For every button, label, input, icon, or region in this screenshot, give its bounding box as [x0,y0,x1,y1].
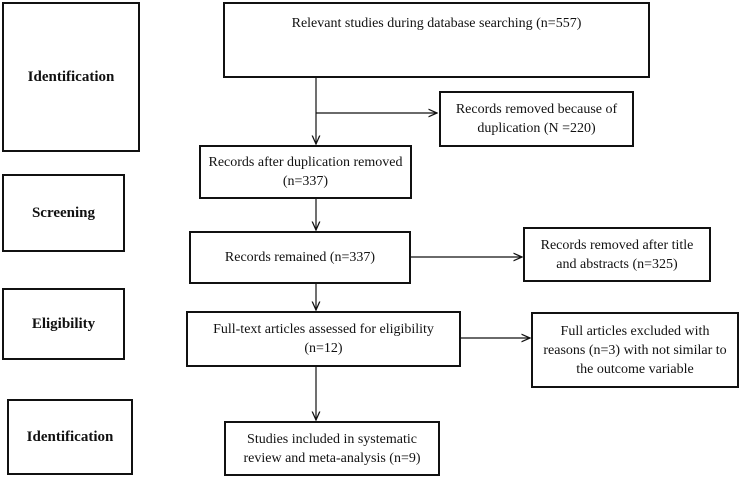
full-text-assessed-box: Full-text articles assessed for eligibil… [186,311,461,367]
removed-duplication-text: Records removed because of duplication (… [455,102,618,136]
stage-screening-label: Screening [31,204,96,221]
stage-identification-2-box: Identification [7,399,133,475]
stage-identification-label: Identification [27,68,115,85]
removed-title-abstract-box: Records removed after title and abstract… [523,227,711,282]
full-excluded-text: Full articles excluded with reasons (n=3… [543,323,727,377]
database-search-box: Relevant studies during database searchi… [223,2,650,78]
studies-included-box: Studies included in systematic review an… [224,421,440,476]
database-search-text: Relevant studies during database searchi… [291,16,582,31]
after-duplication-box: Records after duplication removed (n=337… [199,145,412,199]
stage-eligibility-box: Eligibility [2,288,125,360]
stage-identification-2-label: Identification [26,428,114,445]
full-excluded-box: Full articles excluded with reasons (n=3… [531,312,739,388]
after-duplication-text: Records after duplication removed (n=337… [208,155,403,189]
stage-screening-box: Screening [2,174,125,252]
records-remained-text: Records remained (n=337) [224,250,376,265]
stage-eligibility-label: Eligibility [31,315,96,332]
stage-identification-box: Identification [2,2,140,152]
removed-title-abstract-text: Records removed after title and abstract… [540,237,694,272]
studies-included-text: Studies included in systematic review an… [243,431,421,466]
removed-duplication-box: Records removed because of duplication (… [439,91,634,147]
full-text-assessed-text: Full-text articles assessed for eligibil… [213,322,434,356]
records-remained-box: Records remained (n=337) [189,231,411,284]
